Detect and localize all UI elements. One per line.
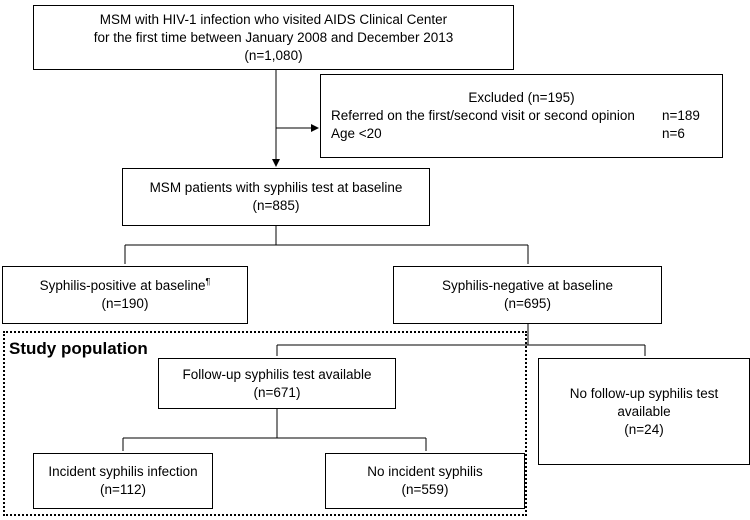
negative-box: Syphilis-negative at baseline (n=695) [393, 266, 662, 324]
excluded-box: Excluded (n=195) Referred on the first/s… [320, 74, 723, 158]
no-incident-count: (n=559) [401, 482, 449, 497]
no-incident-label: No incident syphilis [367, 464, 483, 479]
followup-box: Follow-up syphilis test available (n=671… [158, 358, 396, 409]
excluded-title: Excluded (n=195) [468, 90, 575, 105]
msm-total-count: (n=1,080) [244, 47, 303, 63]
positive-label: Syphilis-positive at baseline¶ [39, 276, 211, 293]
excluded-row-label: Age <20 [331, 126, 382, 141]
excluded-row-referred: Referred on the first/second visit or se… [331, 107, 712, 125]
followup-split-connector [122, 409, 427, 451]
excluded-row-age: Age <20 n=6 [331, 125, 712, 143]
msm-total-box: MSM with HIV-1 infection who visited AID… [33, 5, 514, 70]
positive-count: (n=190) [101, 296, 149, 311]
no-followup-label: No follow-up syphilis test [569, 385, 719, 401]
positive-box: Syphilis-positive at baseline¶ (n=190) [2, 266, 248, 324]
negative-split-connector [276, 324, 646, 356]
msm-total-line2: for the first time between January 2008 … [93, 29, 454, 45]
baseline-split-connector [124, 226, 529, 264]
negative-label: Syphilis-negative at baseline [441, 278, 614, 293]
incident-label: Incident syphilis infection [48, 464, 198, 479]
pilcrow-footnote-mark: ¶ [205, 276, 211, 287]
no-incident-box: No incident syphilis (n=559) [325, 453, 525, 509]
followup-label: Follow-up syphilis test available [182, 366, 372, 382]
tested-label: MSM patients with syphilis test at basel… [149, 180, 403, 195]
msm-total-line1: MSM with HIV-1 infection who visited AID… [99, 11, 448, 27]
negative-count: (n=695) [504, 296, 551, 311]
study-population-label: Study population [9, 339, 148, 358]
no-followup-label-2: available [617, 403, 671, 419]
incident-box: Incident syphilis infection (n=112) [33, 453, 213, 509]
no-followup-box: No follow-up syphilis test available (n=… [538, 358, 750, 465]
study-population-frame [3, 331, 527, 516]
tested-box: MSM patients with syphilis test at basel… [122, 168, 430, 226]
excluded-row-value: n=6 [662, 126, 685, 141]
excluded-row-label: Referred on the first/second visit or se… [331, 108, 635, 123]
no-followup-count: (n=24) [624, 421, 664, 437]
followup-count: (n=671) [253, 384, 301, 400]
excluded-row-value: n=189 [662, 108, 700, 123]
incident-count: (n=112) [100, 482, 146, 497]
tested-count: (n=885) [252, 198, 300, 213]
